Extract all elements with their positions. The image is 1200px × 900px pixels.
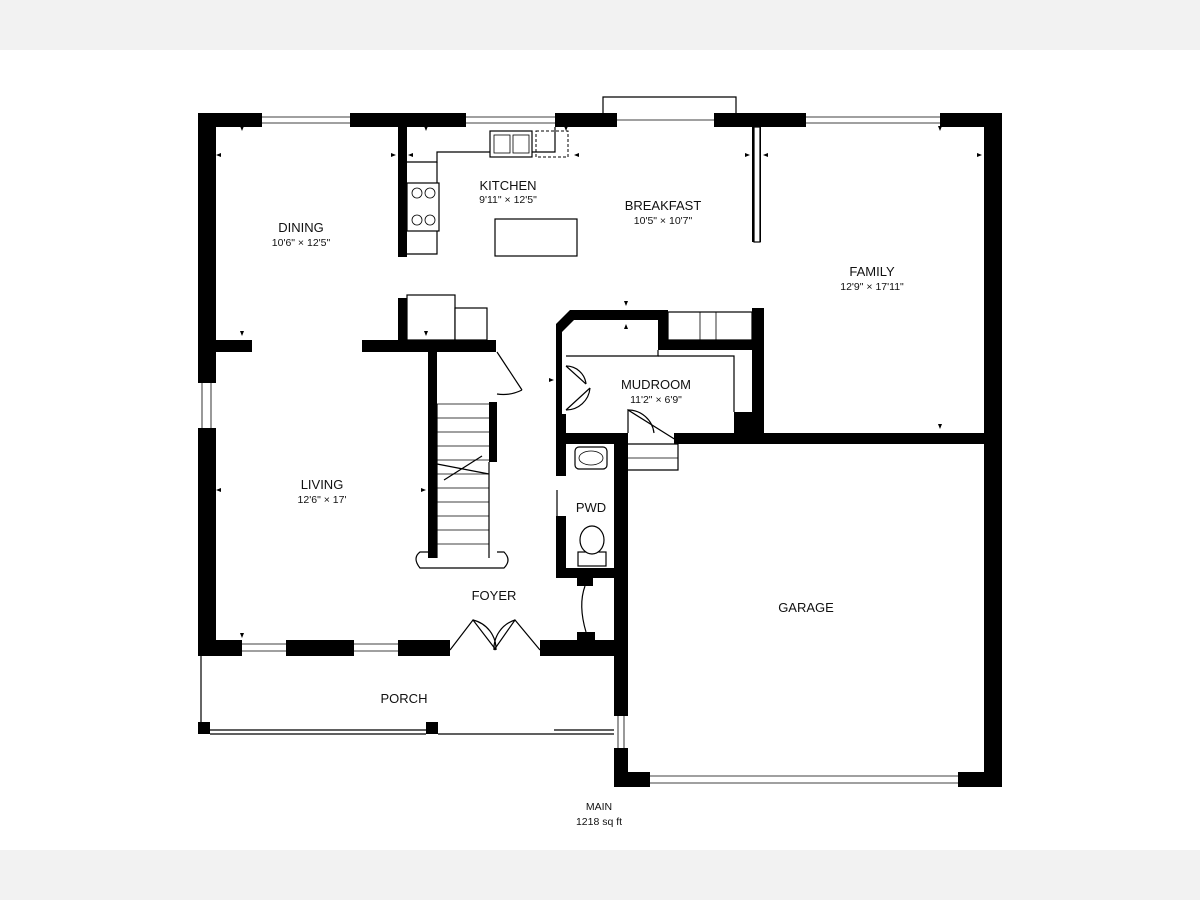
porch-name: PORCH [381,691,428,706]
kitchen-fixtures [406,126,761,257]
family-name: FAMILY [849,264,895,279]
dining-name: DINING [278,220,324,235]
mudroom-name: MUDROOM [621,377,691,392]
toilet-icon [579,525,605,555]
measurement-marks [216,126,982,638]
kitchen-island [494,218,578,257]
breakfast-name: BREAKFAST [625,198,702,213]
porch-outline [200,656,614,735]
pwd-name: PWD [576,500,606,515]
kitchen-name: KITCHEN [479,178,536,193]
foyer-name: FOYER [472,588,517,603]
dining-dims: 10'6" × 12'5" [272,237,331,249]
room-labels: KITCHEN 9'11" × 12'5" BREAKFAST 10'5" × … [272,178,904,828]
windows [201,96,958,784]
floor-area: 1218 sq ft [576,816,622,828]
floor-name: MAIN [586,801,612,813]
kitchen-dims: 9'11" × 12'5" [479,194,537,206]
family-dims: 12'9" × 17'11" [840,281,904,293]
mudroom-fixtures [449,311,753,651]
mudroom-dims: 11'2" × 6'9" [630,394,682,406]
pwd-sink-icon [574,446,608,470]
dishwasher-icon [535,130,569,158]
interior-walls [198,127,984,734]
living-name: LIVING [301,477,344,492]
breakfast-dims: 10'5" × 10'7" [634,215,693,227]
garage-name: GARAGE [778,600,834,615]
living-dims: 12'6" × 17' [298,494,347,506]
exterior-walls [198,113,1002,787]
stairs [406,294,523,569]
